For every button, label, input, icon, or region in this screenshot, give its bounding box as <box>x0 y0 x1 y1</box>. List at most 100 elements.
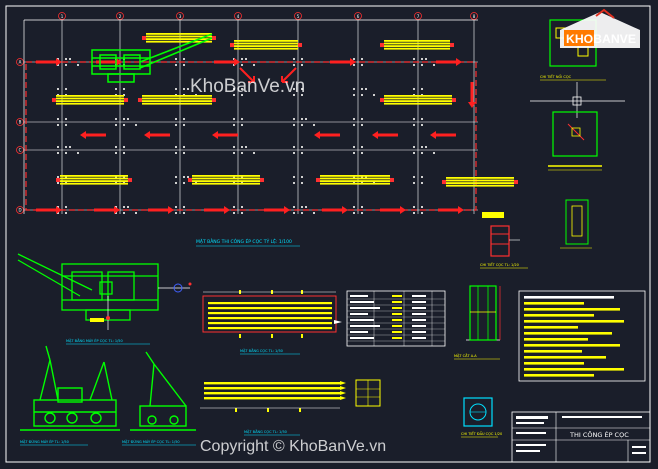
sheet-frame <box>5 5 651 463</box>
note-line <box>524 362 584 365</box>
logo-text: KHOBANVE <box>566 32 636 46</box>
pile-plan-1: MẶT BẰNG CỌC TL: 1/50 <box>202 290 342 355</box>
grid-row-labels: A B C D <box>16 58 24 214</box>
direction-arrow <box>148 206 174 214</box>
direction-arrow <box>36 206 62 214</box>
pile-plan-2-bars <box>204 381 346 412</box>
crane-machine-plan <box>91 33 213 83</box>
note-line <box>524 344 620 347</box>
title-block: THI CÔNG ÉP CỌC <box>511 411 651 463</box>
pile-stack <box>316 175 394 185</box>
note-line <box>524 338 588 341</box>
note-line <box>524 296 614 299</box>
grid-row-bubble: C <box>16 146 24 154</box>
direction-arrow <box>372 131 398 139</box>
grid-row-bubble: D <box>16 206 24 214</box>
quantity-table-rows <box>347 291 445 346</box>
grid-row-label: B <box>19 120 22 125</box>
grid-column-label: 7 <box>417 14 420 19</box>
direction-arrow <box>436 58 462 66</box>
direction-arrow <box>96 58 122 66</box>
plan-title: MẶT BẰNG THI CÔNG ÉP CỌC TỶ LỆ: 1/100 <box>196 237 292 245</box>
grid-row-label: D <box>18 208 21 213</box>
grid-column-label: 1 <box>61 14 64 19</box>
machine-plan-label: MẶT BẰNG MÁY ÉP CỌC TL: 1/50 <box>66 338 123 343</box>
grid-column-bubble: 7 <box>414 12 422 20</box>
general-notes <box>518 290 646 382</box>
section-a-a: MẶT CẮT A-A <box>454 285 501 360</box>
pile-stack <box>442 177 518 187</box>
direction-arrows <box>36 58 476 214</box>
watermark-brand: KhoBanVe.vn <box>190 76 305 97</box>
direction-arrow <box>430 131 456 139</box>
pile-bar <box>208 327 332 330</box>
pile-stack <box>380 95 456 105</box>
pile-detail-label: CHI TIẾT CỌC TL: 1/20 <box>480 261 519 267</box>
note-line <box>524 308 620 311</box>
direction-arrow <box>322 206 348 214</box>
direction-arrow <box>144 131 170 139</box>
note-line <box>524 368 624 371</box>
pile-bar <box>208 307 332 310</box>
note-line <box>524 332 612 335</box>
direction-arrow <box>214 58 240 66</box>
pile-bar <box>208 312 332 315</box>
joint-detail-label: CHI TIẾT NỐI CỌC <box>540 73 572 79</box>
grid-column-label: 5 <box>297 14 300 19</box>
pile-bar <box>208 302 332 305</box>
direction-arrow <box>204 206 230 214</box>
right-details: CHI TIẾT NỐI CỌC <box>482 19 625 249</box>
pile-bar <box>208 317 332 320</box>
grid-column-label: 2 <box>119 14 122 19</box>
khobanve-logo: KHOBANVE <box>560 8 640 48</box>
direction-arrow <box>94 206 120 214</box>
quantity-table <box>346 290 446 347</box>
grid-column-bubble: 2 <box>116 12 124 20</box>
direction-arrow <box>80 131 106 139</box>
grid-column-bubble: 1 <box>58 12 66 20</box>
pile-stack <box>56 175 132 185</box>
grid-column-bubble: 4 <box>234 12 242 20</box>
grid-column-bubble: 5 <box>294 12 302 20</box>
section-a-label: MẶT CẮT A-A <box>454 353 477 358</box>
direction-arrow <box>239 67 255 83</box>
note-line <box>524 326 578 329</box>
watermark-copyright: Copyright © KhoBanVe.vn <box>200 438 386 455</box>
machine-plan-view <box>17 253 192 330</box>
grid-column-label: 3 <box>179 14 182 19</box>
pile-bar <box>208 322 332 325</box>
grid-row-bubble: A <box>16 58 24 66</box>
pile-bar <box>204 397 340 400</box>
pile-stacks <box>52 33 518 187</box>
pile-bar <box>204 387 340 390</box>
note-line <box>524 374 594 377</box>
construction-boundary <box>25 61 477 211</box>
note-line <box>524 302 584 305</box>
direction-arrow <box>468 82 476 108</box>
general-notes-lines <box>524 296 624 377</box>
machine-elev-1-label: MẶT ĐỨNG MÁY ÉP TL: 1/50 <box>20 439 69 444</box>
direction-arrow <box>314 131 340 139</box>
pile-stack <box>230 40 302 50</box>
grid-column-bubble: 3 <box>176 12 184 20</box>
direction-arrow <box>380 206 406 214</box>
pile-head-detail: CHI TIẾT ĐẦU CỌC 1/20 <box>461 397 502 438</box>
note-line <box>524 320 624 323</box>
note-line <box>524 356 606 359</box>
pile-detail: CHI TIẾT CỌC TL: 1/20 <box>480 225 528 269</box>
note-line <box>524 350 582 353</box>
pile-group-markers <box>57 58 435 214</box>
pile-stack <box>142 33 216 43</box>
direction-arrow <box>212 131 238 139</box>
direction-arrow <box>36 58 62 66</box>
direction-arrow <box>264 206 290 214</box>
grid-column-label: 4 <box>237 14 240 19</box>
grid-column-label: 8 <box>473 14 476 19</box>
grid-row-bubble: B <box>16 118 24 126</box>
pile-plan-1-label: MẶT BẰNG CỌC TL: 1/50 <box>240 348 283 353</box>
pile-head-label: CHI TIẾT ĐẦU CỌC 1/20 <box>461 430 502 436</box>
pile-stack <box>188 175 264 185</box>
pile-stack <box>138 95 216 105</box>
direction-arrow <box>330 58 356 66</box>
